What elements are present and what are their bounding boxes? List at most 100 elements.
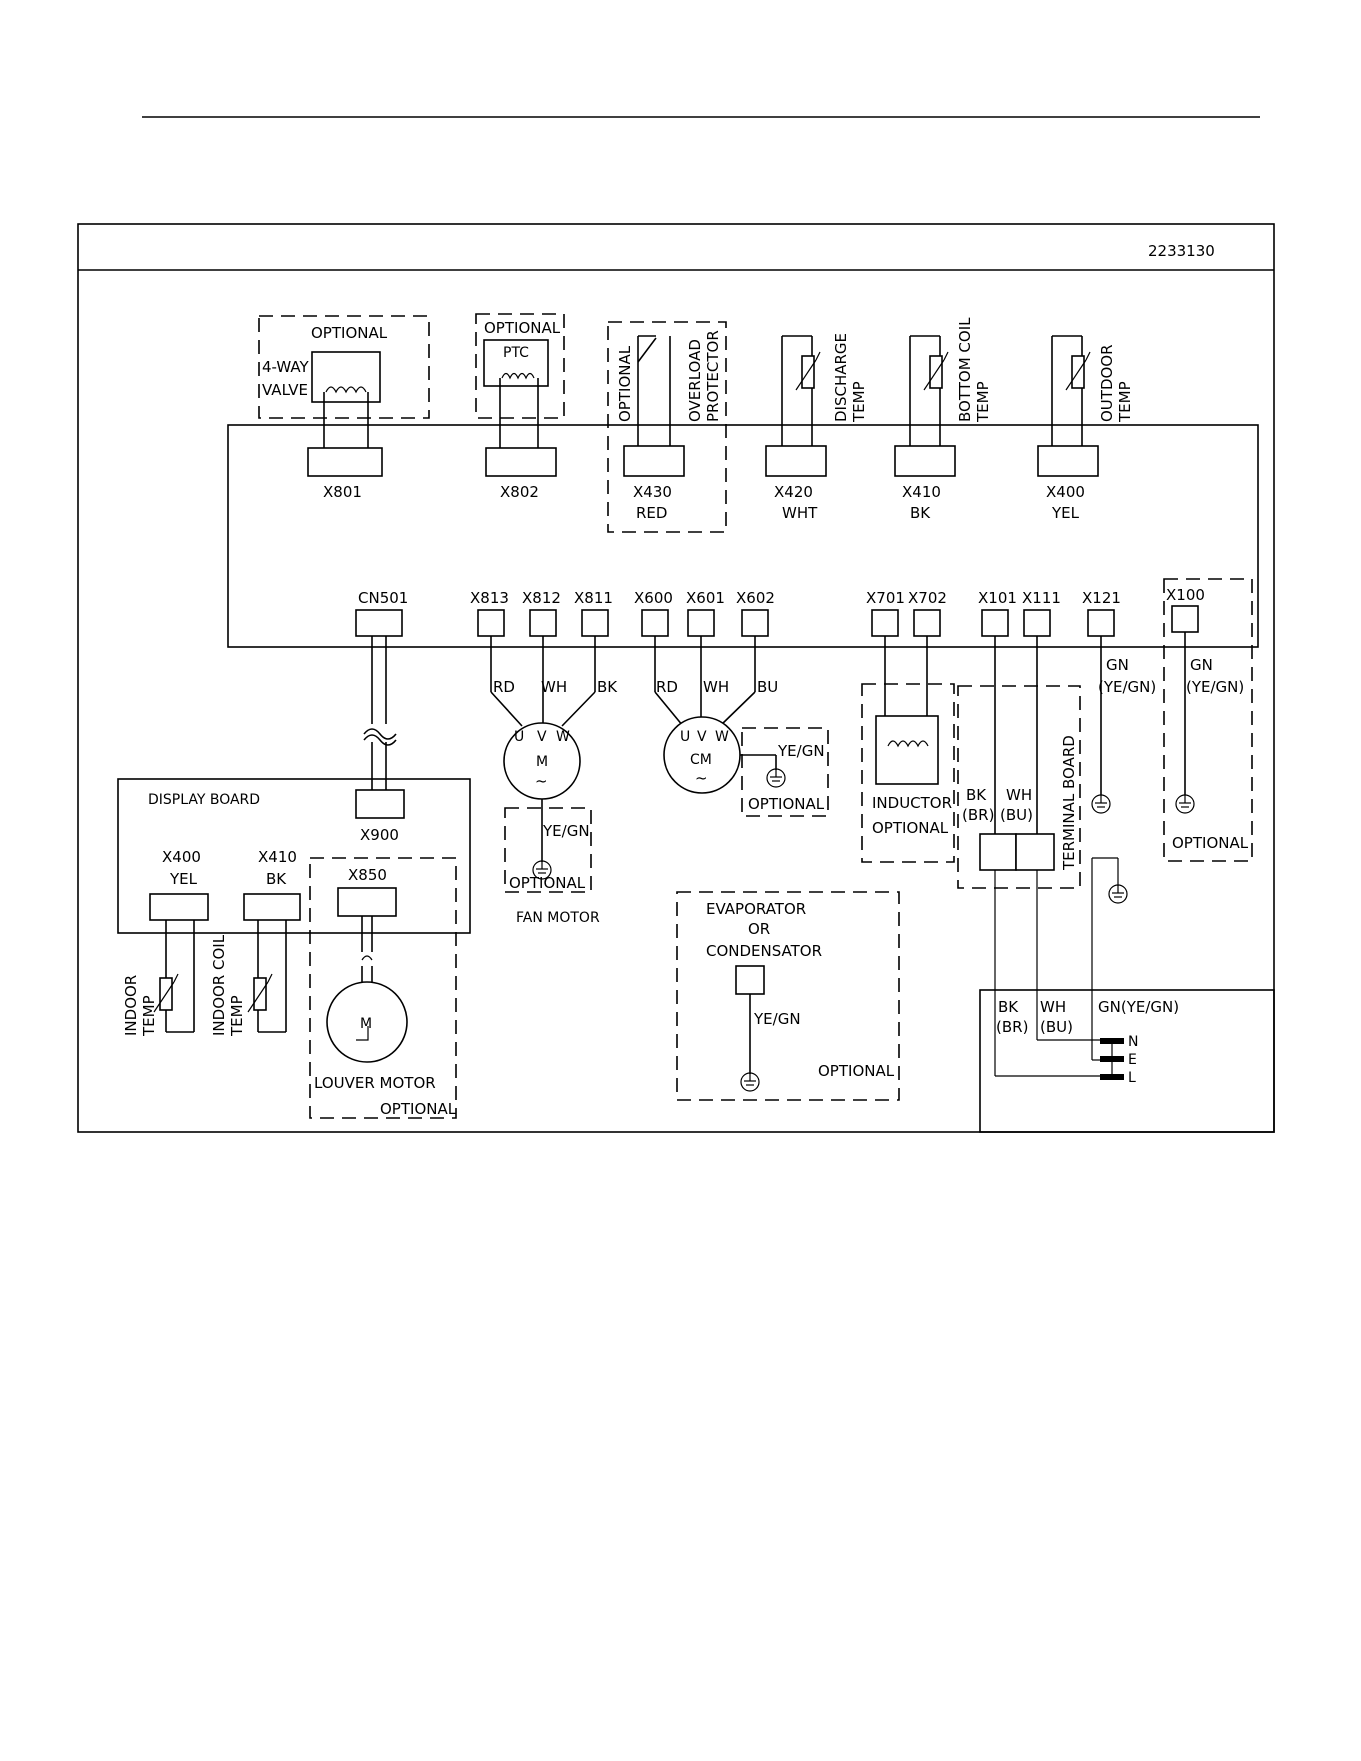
comp-m: CM (690, 752, 712, 768)
comp-ac: ~ (695, 769, 708, 787)
display-board (117, 778, 471, 934)
disp-x400-connector (149, 893, 209, 921)
x100-yegn: (YE/GN) (1186, 678, 1244, 696)
x812-connector (529, 609, 557, 637)
x601-connector (687, 609, 715, 637)
ptc-coil-icon (501, 372, 535, 380)
x850-label: X850 (348, 866, 387, 884)
x410-color: BK (910, 504, 931, 522)
ptc-box (483, 339, 549, 387)
it-label-1: INDOOR (122, 975, 140, 1036)
cn501-label: CN501 (358, 589, 408, 607)
fan-motor-label: FAN MOTOR (516, 910, 600, 926)
disp-x410-label: X410 (258, 848, 297, 866)
louver-step-icon (356, 1026, 369, 1041)
x811-label: X811 (574, 589, 613, 607)
comp-opt: OPTIONAL (748, 795, 825, 813)
it-label-2: TEMP (140, 995, 158, 1037)
pw-l: L (1128, 1070, 1136, 1086)
fan-u: U (514, 729, 524, 745)
discharge-thermistor-icon (795, 351, 821, 391)
x701-label: X701 (866, 589, 905, 607)
evap-yegn: YE/GN (753, 1010, 801, 1028)
inductor-box (875, 715, 939, 785)
ic-label-1: INDOOR COIL (210, 934, 228, 1036)
tb-wh: WH (1006, 786, 1032, 804)
evap-l1: EVAPORATOR (706, 900, 806, 918)
x410-label: X410 (902, 483, 941, 501)
louver-motor-icon (326, 981, 408, 1063)
tb-bk: BK (966, 786, 987, 804)
comp-yegn: YE/GN (777, 742, 825, 760)
evap-opt: OPTIONAL (818, 1062, 895, 1080)
x420-label: X420 (774, 483, 813, 501)
valve-coil-box (311, 351, 381, 403)
x600-label: X600 (634, 589, 673, 607)
x101-label: X101 (978, 589, 1017, 607)
pw-br: (BR) (996, 1018, 1028, 1036)
od-label-1: OUTDOOR (1098, 344, 1116, 422)
ptc-group: OPTIONAL PTC X802 (475, 313, 565, 501)
overload-group: OPTIONAL OVERLOAD PROTECTOR X430 RED (607, 321, 727, 533)
x601-label: X601 (686, 589, 725, 607)
louver-opt: OPTIONAL (380, 1100, 457, 1118)
x420-connector (765, 445, 827, 477)
x100-opt: OPTIONAL (1172, 834, 1249, 852)
pw-bu: (BU) (1040, 1018, 1073, 1036)
x813-label: X813 (470, 589, 509, 607)
evap-ground-icon (740, 1072, 760, 1092)
compressor-motor-group: RD WH BU U V W CM ~ YE/GN OPTIONAL (654, 636, 829, 817)
x430-color: RED (636, 504, 667, 522)
x812-label: X812 (522, 589, 561, 607)
disp-x400-color: YEL (169, 870, 198, 888)
ol-label-1: OVERLOAD (686, 339, 704, 422)
comp-ground-icon (766, 768, 786, 788)
diagram-frame (77, 223, 1275, 1133)
x801-connector (307, 447, 383, 477)
main-control-board (227, 424, 1259, 648)
terminal-l-bar (1100, 1074, 1124, 1080)
inductor-label: INDUCTOR (872, 794, 952, 812)
x100-label: X100 (1166, 586, 1205, 604)
ol-switch-icon (637, 337, 657, 363)
inductor-opt: OPTIONAL (872, 819, 949, 837)
fan-yegn: YE/GN (542, 822, 590, 840)
x101-connector (981, 609, 1009, 637)
chassis-ground-icon (1108, 884, 1128, 904)
louver-label: LOUVER MOTOR (314, 1074, 436, 1092)
indoor-coil-thermistor-icon (247, 973, 273, 1013)
x702-connector (913, 609, 941, 637)
terminal-block-left (979, 833, 1017, 871)
x410-connector (894, 445, 956, 477)
x100-ground-group: GN (YE/GN) OPTIONAL (1163, 578, 1253, 862)
bottom-connectors (355, 605, 1199, 637)
x400-connector (1037, 445, 1099, 477)
fan-motor-group: RD WH BK U V W M ~ YE/GN OPTIONAL FAN MO… (490, 636, 618, 926)
cn501-cable (363, 636, 397, 790)
x111-label: X111 (1022, 589, 1061, 607)
comp-wire-rd: RD (656, 678, 678, 696)
x602-label: X602 (736, 589, 775, 607)
x802-connector (485, 447, 557, 477)
x121-ground-icon (1091, 794, 1111, 814)
x900-connector (355, 789, 405, 819)
fan-opt: OPTIONAL (509, 874, 586, 892)
evap-terminal (735, 965, 765, 995)
od-label-2: TEMP (1116, 381, 1134, 423)
x430-connector (623, 445, 685, 477)
dis-label-1: DISCHARGE (832, 333, 850, 422)
tb-br: (BR) (962, 806, 994, 824)
four-way-valve-group: OPTIONAL 4-WAY VALVE X801 (258, 315, 430, 501)
pw-n: N (1128, 1034, 1138, 1050)
4way-label: 4-WAY (262, 358, 309, 376)
fan-w: W (556, 729, 570, 745)
fan-wire-rd: RD (493, 678, 515, 696)
opt-ol-label: OPTIONAL (616, 345, 634, 422)
ic-label-2: TEMP (228, 995, 246, 1037)
x801-label: X801 (323, 483, 362, 501)
bottom-coil-temp-group: BOTTOM COIL TEMP X410 BK (894, 317, 992, 522)
ptc-label: PTC (503, 345, 529, 361)
bottom-coil-thermistor-icon (923, 351, 949, 391)
discharge-temp-group: DISCHARGE TEMP X420 WHT (765, 333, 868, 522)
